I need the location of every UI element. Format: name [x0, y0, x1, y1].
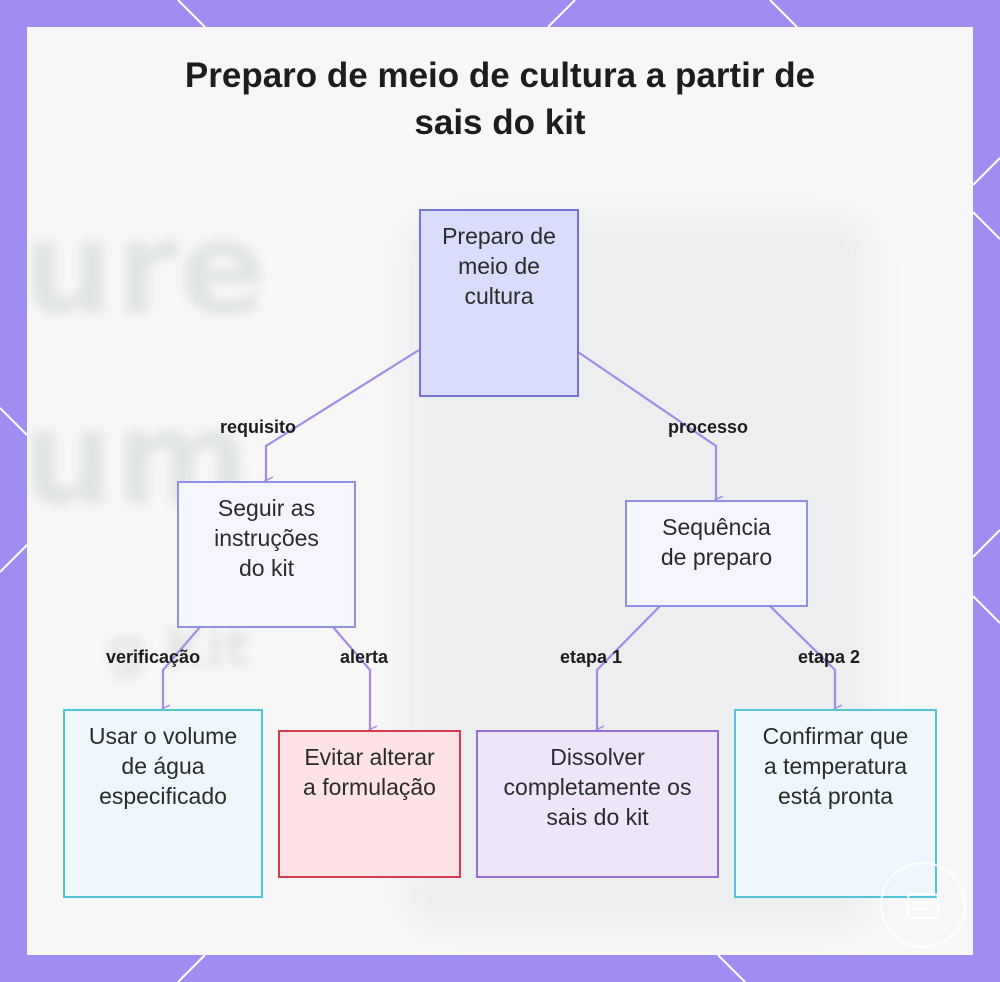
node-temperature-label: Confirmar que a temperatura está pronta [762, 723, 909, 809]
edge-label-etapa2: etapa 2 [798, 647, 861, 667]
edge-instructions-avoid [332, 626, 370, 730]
node-instructions-label: Seguir as instruções do kit [214, 495, 319, 581]
edge-label-etapa1: etapa 1 [560, 647, 623, 667]
edge-root-sequence [577, 351, 716, 500]
edge-instructions-water [163, 626, 201, 709]
edge-label-processo: processo [668, 417, 749, 437]
node-instructions[interactable]: Seguir as instruções do kit [177, 481, 356, 628]
edge-sequence-dissolve [597, 605, 661, 730]
edge-label-verificacao: verificação [106, 647, 201, 667]
watermark-word-1: ure [27, 192, 267, 344]
node-water[interactable]: Usar o volume de água especificado [63, 709, 263, 898]
node-dissolve-label: Dissolver completamente os sais do kit [503, 744, 692, 830]
node-root-label: Preparo de meio de cultura [442, 223, 556, 309]
node-sequence-label: Sequência de preparo [660, 514, 773, 570]
edge-label-requisito: requisito [220, 417, 297, 437]
edge-root-instructions [266, 349, 420, 481]
diagram-title: Preparo de meio de cultura a partir de s… [184, 56, 816, 142]
node-avoid[interactable]: Evitar alterar a formulação [278, 730, 461, 878]
node-water-label: Usar o volume de água especificado [88, 723, 238, 809]
edge-sequence-temperature [769, 605, 835, 709]
brand-seal-icon [880, 862, 966, 948]
node-root[interactable]: Preparo de meio de cultura [419, 209, 579, 397]
edge-label-alerta: alerta [340, 647, 389, 667]
node-avoid-label: Evitar alterar a formulação [303, 744, 436, 800]
node-dissolve[interactable]: Dissolver completamente os sais do kit [476, 730, 719, 878]
node-sequence[interactable]: Sequência de preparo [625, 500, 808, 607]
